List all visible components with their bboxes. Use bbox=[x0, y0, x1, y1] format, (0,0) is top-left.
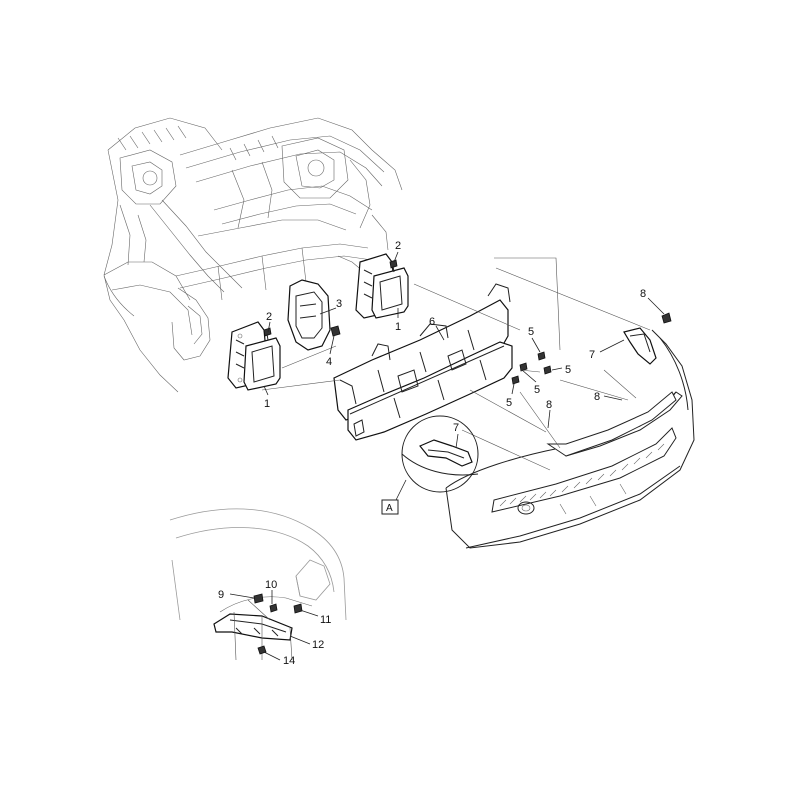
crash-box-left bbox=[227, 321, 281, 391]
nut-10 bbox=[269, 603, 278, 613]
callout-6: 6 bbox=[429, 316, 435, 328]
callout-2: 2 bbox=[395, 240, 401, 252]
callout-5: 5 bbox=[506, 397, 512, 409]
callout-11: 11 bbox=[320, 614, 331, 626]
pin-8a bbox=[661, 312, 672, 324]
callout-5: 5 bbox=[534, 384, 540, 396]
detail-view-a bbox=[381, 415, 479, 515]
nut-4 bbox=[330, 325, 341, 337]
callout-12: 12 bbox=[312, 639, 324, 651]
clip-5b bbox=[519, 362, 528, 372]
callout-9: 9 bbox=[218, 589, 224, 601]
callout-5: 5 bbox=[528, 326, 534, 338]
detail-label-box bbox=[381, 499, 399, 515]
leader-lines bbox=[229, 251, 665, 661]
clip-5c bbox=[543, 365, 552, 375]
callout-8: 8 bbox=[594, 391, 600, 403]
bracket-part-3 bbox=[287, 279, 331, 351]
nut-11 bbox=[293, 603, 303, 614]
callout-3: 3 bbox=[336, 298, 342, 310]
callout-7: 7 bbox=[453, 422, 459, 434]
callout-8: 8 bbox=[640, 288, 646, 300]
inset-fender-liner bbox=[169, 508, 347, 661]
side-bracket-7 bbox=[623, 327, 657, 365]
clip-5d bbox=[511, 375, 520, 385]
callout-8: 8 bbox=[546, 399, 552, 411]
bolt-2-left bbox=[263, 327, 272, 341]
impact-bar-6 bbox=[333, 283, 513, 441]
callout-2: 2 bbox=[266, 311, 272, 323]
callout-5: 5 bbox=[565, 364, 571, 376]
callout-10: 10 bbox=[265, 579, 277, 591]
assembly-lines bbox=[261, 257, 651, 471]
callout-14: 14 bbox=[283, 655, 295, 667]
bolt-2-right bbox=[389, 259, 398, 273]
callout-labels: 2 1 2 1 3 4 6 5 5 5 5 7 8 8 8 7 9 10 11 … bbox=[218, 240, 646, 667]
callout-1: 1 bbox=[395, 321, 401, 333]
callout-1: 1 bbox=[264, 398, 270, 410]
vehicle-front-structure bbox=[103, 117, 403, 393]
screw-9 bbox=[253, 593, 264, 604]
crash-box-right bbox=[355, 253, 409, 319]
callout-4: 4 bbox=[326, 356, 332, 368]
clip-5a bbox=[537, 351, 546, 361]
detail-label: A bbox=[386, 503, 393, 514]
bumper-fascia bbox=[445, 329, 695, 549]
callout-7: 7 bbox=[589, 349, 595, 361]
